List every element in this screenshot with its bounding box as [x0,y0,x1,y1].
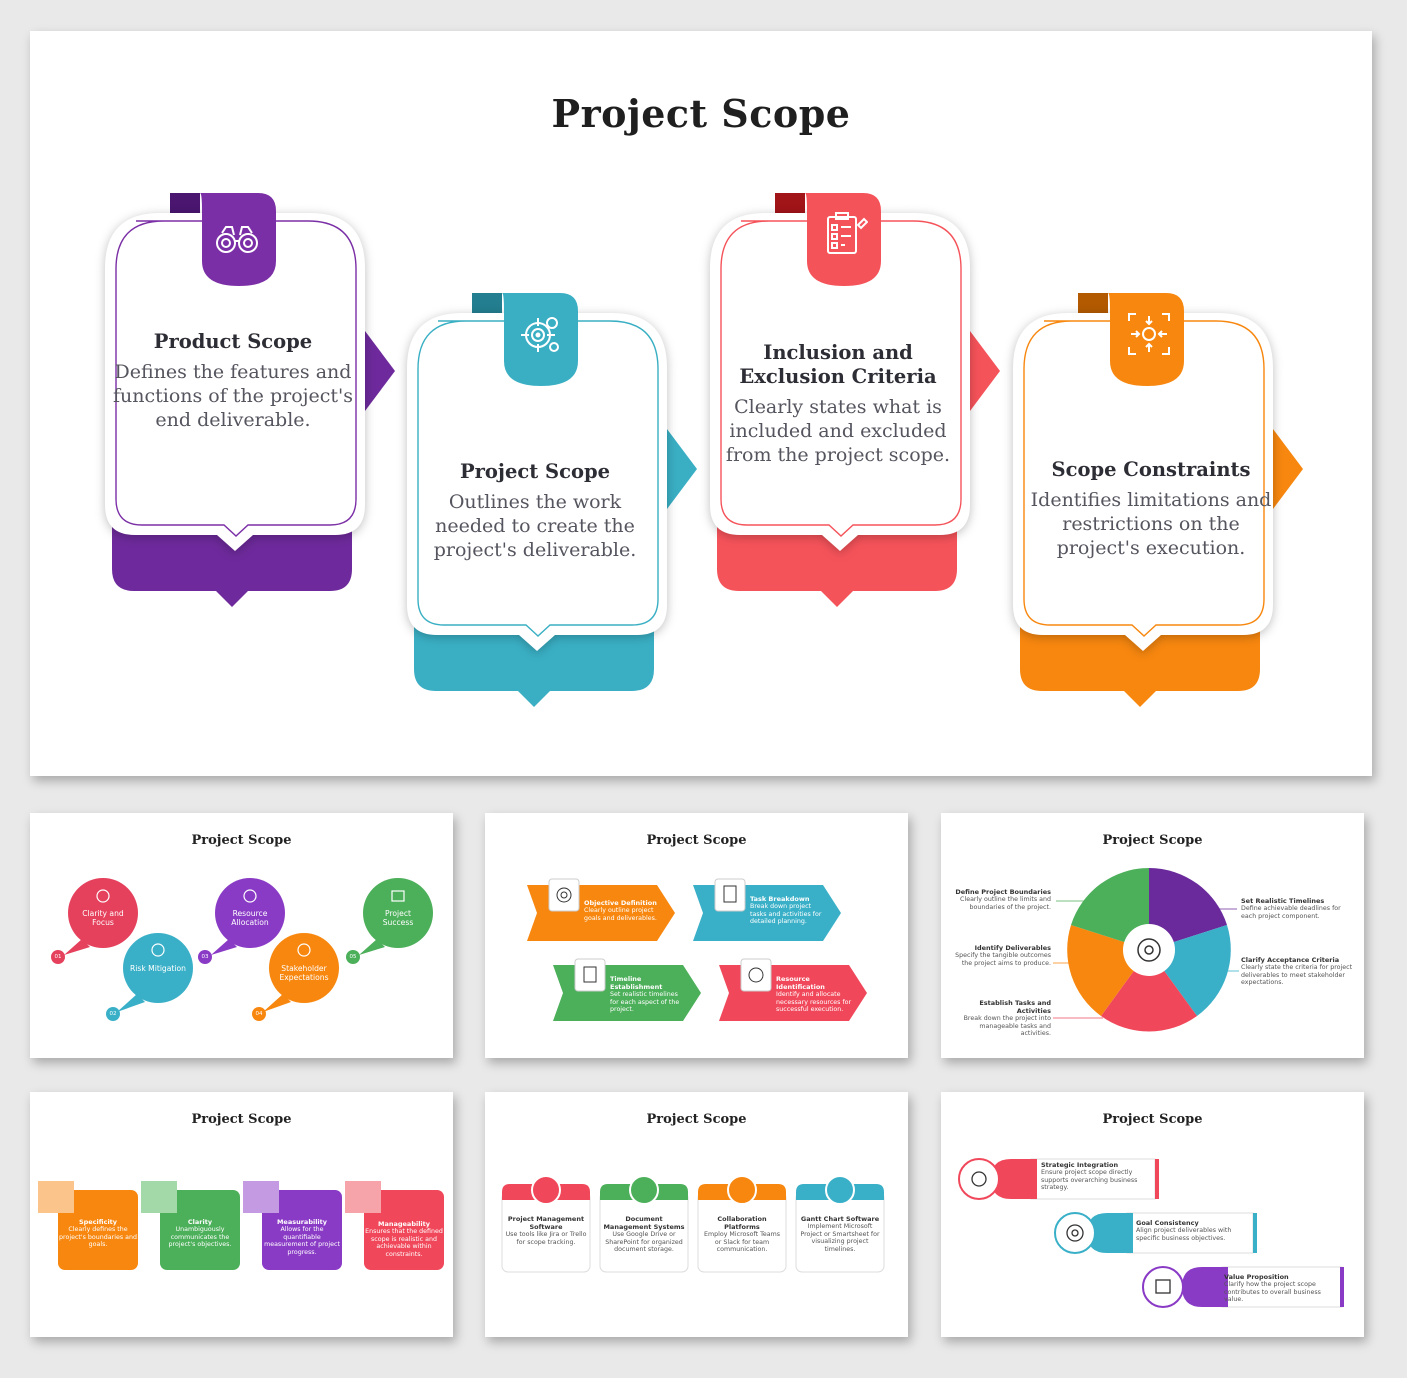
square-desc: Allows for the quantifiable measurement … [264,1226,340,1256]
checklist-icon [822,211,869,257]
card-description: Defines the features and functions of th… [112,361,354,431]
thumbnail-tool-cards[interactable]: Project Scope Project Management Softwar… [485,1092,908,1337]
wheel-item-desc: Clearly state the criteria for project d… [1241,964,1353,987]
square-title: Measurability [276,1218,328,1226]
bubble-label: Clarity and Focus [82,909,124,927]
thumb-title: Project Scope [191,833,292,848]
wheel-item-desc: Define achievable deadlines for each pro… [1241,905,1341,920]
arrow-title: Resource Identification [776,975,825,991]
square-desc: Ensures that the defined scope is realis… [365,1228,443,1258]
wheel-item-title: Establish Tasks and Activities [979,999,1051,1015]
bubble-label: Project Success [382,909,414,927]
card-scope-constraints: Scope Constraints Identifies limitations… [998,289,1318,729]
tool-title: Project Management Software [507,1215,585,1231]
thumbnail-arrows[interactable]: Project Scope Objective Definition Clear… [485,813,908,1058]
wheel-item-desc: Specify the tangible outcomes the projec… [955,952,1051,967]
tool-title: Gantt Chart Software [800,1215,880,1223]
card-title: Project Scope [459,460,611,483]
bubble-label: Resource Allocation [231,909,269,927]
arrow-title: Timeline Establishment [610,975,663,991]
stair-title: Strategic Integration [1041,1161,1119,1169]
card-description: Outlines the work needed to create the p… [433,491,637,561]
card-description: Identifies limitations and restrictions … [1030,489,1272,559]
stair-desc: Clarify how the project scope contribute… [1224,1281,1321,1304]
square-desc: Unambiguously communicates the project's… [168,1226,232,1249]
stair-title: Value Proposition [1224,1273,1289,1281]
square-title: Clarity [187,1218,213,1226]
tool-title: Collaboration Platforms [717,1215,767,1231]
card-description: Clearly states what is included and excl… [725,396,951,466]
card-product-scope: Product Scope Defines the features and f… [90,191,410,631]
wheel-item-title: Define Project Boundaries [955,888,1051,896]
arrow-desc: Set realistic timelines for each aspect … [610,991,680,1014]
binoculars-icon [214,223,260,257]
stair-desc: Ensure project scope directly supports o… [1041,1169,1138,1192]
bubble-label: Risk Mitigation [130,964,186,973]
bubble-label: Stakeholder Expectations [279,964,329,982]
number-badge: 04 [252,1007,266,1021]
main-slide: Project Scope Product Scope Defines the … [30,31,1372,776]
tool-desc: Employ Microsoft Teams or Slack for team… [703,1231,781,1254]
number-badge: 01 [51,950,65,964]
tool-desc: Use Google Drive or SharePoint for organ… [605,1231,683,1254]
wheel-item-title: Identify Deliverables [974,944,1051,952]
stair-title: Goal Consistency [1136,1219,1199,1227]
thumbnail-squares[interactable]: Project Scope Specificity Clearly define… [30,1092,453,1337]
number-badge: 03 [198,950,212,964]
thumb-title: Project Scope [1102,833,1203,848]
gear-target-icon [518,313,564,359]
square-desc: Clearly defines the project's boundaries… [59,1226,137,1249]
arrow-title: Task Breakdown [750,895,810,903]
card-title: Product Scope [153,330,313,353]
tool-title: Document Management Systems [603,1215,685,1231]
thumb-title: Project Scope [191,1112,292,1127]
number-badge: 05 [346,950,360,964]
wheel-item-title: Set Realistic Timelines [1241,897,1325,905]
thumb-title: Project Scope [1102,1112,1203,1127]
tool-desc: Use tools like Jira or Trello for scope … [505,1231,587,1246]
wheel-item-desc: Break down the project into manageable t… [963,1015,1051,1038]
main-title: Project Scope [551,91,851,136]
card-inclusion-exclusion: Inclusion and Exclusion Criteria Clearly… [695,191,1015,631]
number-badge: 02 [106,1007,120,1021]
thumb-title: Project Scope [646,1112,747,1127]
square-title: Specificity [78,1218,118,1226]
card-title: Inclusion and Exclusion Criteria [739,341,937,388]
wheel-item-desc: Clearly outline the limits and boundarie… [960,896,1051,911]
thumbnail-wheel[interactable]: Project Scope Define Project Boundaries … [941,813,1364,1058]
stair-desc: Align project deliverables with specific… [1136,1227,1232,1242]
wheel-item-title: Clarify Acceptance Criteria [1241,956,1340,964]
card-title: Scope Constraints [1051,458,1251,481]
square-title: Manageability [378,1220,430,1228]
arrow-title: Objective Definition [584,899,657,907]
arrow-desc: Clearly outline project goals and delive… [584,907,657,922]
arrow-desc: Identify and allocate necessary resource… [776,991,852,1014]
thumbnail-bubbles[interactable]: Project Scope Clarity and Focus Risk Mit… [30,813,453,1058]
card-project-scope: Project Scope Outlines the work needed t… [392,289,712,729]
constraints-icon [1126,311,1172,357]
thumb-title: Project Scope [646,833,747,848]
arrow-desc: Break down project tasks and activities … [750,903,822,926]
thumbnail-staircase[interactable]: Project Scope Strategic Integration Ensu… [941,1092,1364,1337]
tool-desc: Implement Microsoft Project or Smartshee… [800,1223,880,1253]
